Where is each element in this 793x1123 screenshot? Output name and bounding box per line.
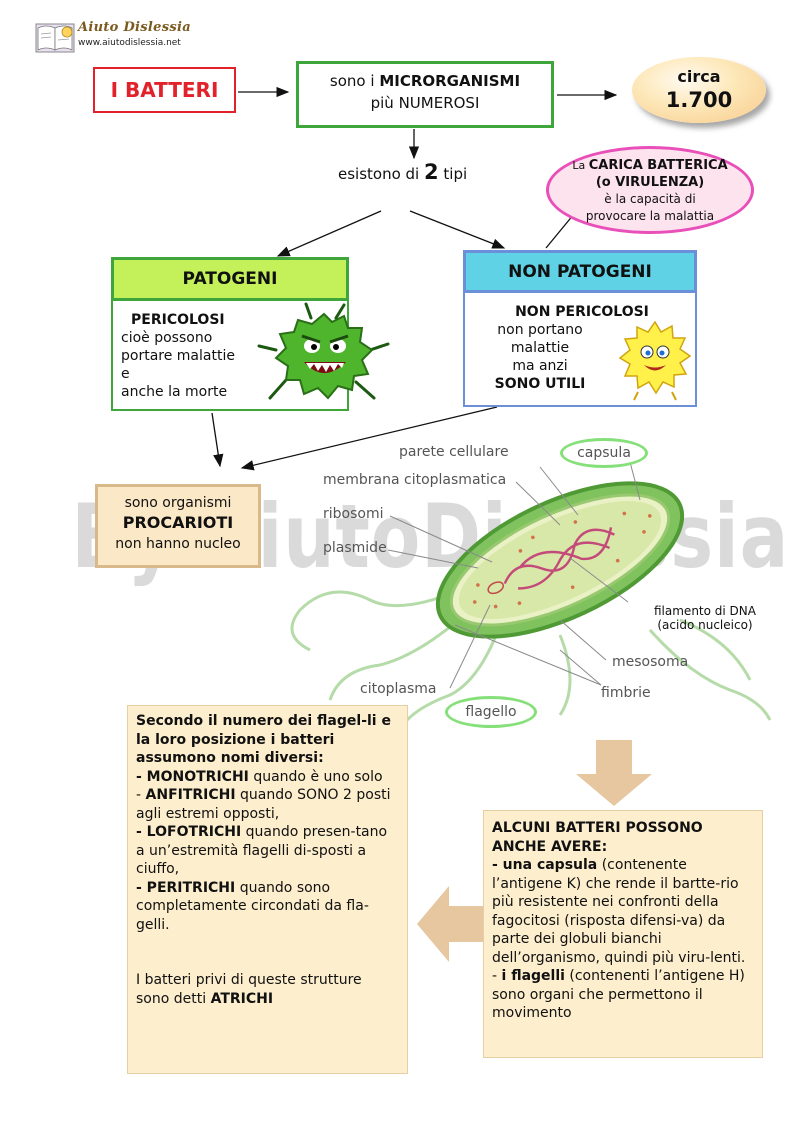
procarioti-title: PROCARIOTI [122, 513, 234, 532]
types-post: tipi [438, 165, 468, 183]
capsula-heading: ALCUNI BATTERI POSSONO ANCHE AVERE: [492, 820, 703, 855]
peritrichi-term: - PERITRICHI [136, 879, 236, 896]
label-plasmide: plasmide [323, 540, 387, 556]
anfitrichi-dash: - [136, 787, 146, 803]
yellow-microbe-icon [618, 320, 692, 401]
label-mesosoma: mesosoma [612, 654, 689, 670]
down-arrow-icon [576, 740, 652, 806]
atrichi-desc: I batteri privi di queste strutture sono… [136, 972, 362, 1007]
carica-line4: provocare la malattia [585, 209, 715, 223]
carica-oval: La CARICA BATTERICA (o VIRULENZA) è la c… [546, 146, 754, 234]
flagelli-term: i flagelli [501, 968, 565, 984]
types-text: esistono di 2 tipi [338, 160, 467, 184]
label-membrana: membrana citoplasmatica [323, 472, 507, 488]
green-virus-icon [257, 302, 390, 400]
logo-title: Aiuto Dislessia [78, 20, 191, 35]
label-dna-line2: (acido nucleico) [657, 618, 753, 632]
patogeni-line: e [121, 366, 130, 382]
label-citoplasma: citoplasma [360, 681, 437, 697]
label-capsula: capsula [560, 438, 648, 468]
non-patogeni-body: NON PERICOLOSI non portano malattie ma a… [463, 293, 697, 407]
anfitrichi-desc: quando SONO 2 posti agli estremi opposti… [136, 787, 391, 822]
count-label: circa [677, 67, 721, 86]
count-oval: circa 1.700 [632, 57, 766, 123]
label-dna-line1: filamento di DNA [654, 604, 756, 618]
non-patogeni-line: malattie [510, 340, 570, 356]
label-flagello: flagello [445, 696, 537, 728]
title-box: I BATTERI [93, 67, 236, 113]
patogeni-line: PERICOLOSI [131, 312, 225, 328]
flagelli-desc: (contenenti l’antigene H) sono organi ch… [492, 968, 745, 1021]
patogeni-line: anche la morte [121, 384, 228, 400]
logo-url: www.aiutodislessia.net [78, 38, 181, 48]
flagelli-dash: - [492, 968, 502, 984]
monotrichi-desc: quando è uno solo [248, 768, 383, 785]
carica-pre: La [572, 159, 589, 172]
procarioti-box: sono organismi PROCARIOTI non hanno nucl… [95, 484, 261, 568]
book-icon [35, 23, 75, 53]
patogeni-line: cioè possono [121, 330, 213, 346]
types-number: 2 [424, 160, 439, 184]
label-ribosomi: ribosomi [323, 506, 384, 522]
micro-bold: MICRORGANISMI [379, 72, 521, 90]
capsula-box: ALCUNI BATTERI POSSONO ANCHE AVERE: - un… [483, 810, 763, 1058]
left-arrow-icon [417, 886, 483, 962]
non-patogeni-header: NON PATOGENI [463, 250, 697, 293]
anfitrichi-term: ANFITRICHI [145, 787, 236, 803]
carica-subtitle: (o VIRULENZA) [595, 175, 705, 190]
site-logo [34, 18, 194, 58]
procarioti-line1: sono organismi [124, 495, 232, 511]
micro-text: sono i [329, 72, 380, 90]
procarioti-line3: non hanno nucleo [115, 536, 241, 552]
carica-line3: è la capacità di [604, 192, 696, 206]
patogeni-header: PATOGENI [111, 257, 349, 301]
carica-title: CARICA BATTERICA [588, 158, 728, 173]
monotrichi-term: - MONOTRICHI [136, 768, 249, 785]
patogeni-line: portare malattie [121, 348, 235, 364]
non-patogeni-line: NON PERICOLOSI [515, 304, 649, 320]
peritrichi-desc: quando sono completamente circondati da … [136, 879, 369, 933]
non-patogeni-line: non portano [497, 322, 583, 338]
flagelli-intro: Secondo il numero dei flagel-li e la lor… [136, 713, 391, 766]
atrichi-term: ATRICHI [210, 990, 274, 1007]
types-pre: esistono di [338, 165, 424, 183]
flagelli-box: Secondo il numero dei flagel-li e la lor… [127, 705, 408, 1074]
non-patogeni-line: SONO UTILI [494, 376, 586, 392]
non-patogeni-line: ma anzi [512, 358, 568, 374]
capsula-term: - una capsula [492, 857, 598, 873]
micro-line2: più NUMEROSI [370, 94, 480, 112]
lofotrichi-desc: quando presen-tano a un’estremità flagel… [136, 824, 388, 877]
count-value: 1.700 [665, 88, 733, 112]
label-parete: parete cellulare [399, 444, 509, 460]
label-fimbrie: fimbrie [601, 685, 651, 701]
label-dna: filamento di DNA (acido nucleico) [640, 604, 770, 632]
microrganismi-box: sono i MICRORGANISMI più NUMEROSI [296, 61, 554, 128]
capsula-desc: (contenente l’antigene K) che rende il b… [492, 857, 746, 966]
bacterium-diagram [290, 461, 772, 731]
lofotrichi-term: - LOFOTRICHI [136, 824, 242, 840]
